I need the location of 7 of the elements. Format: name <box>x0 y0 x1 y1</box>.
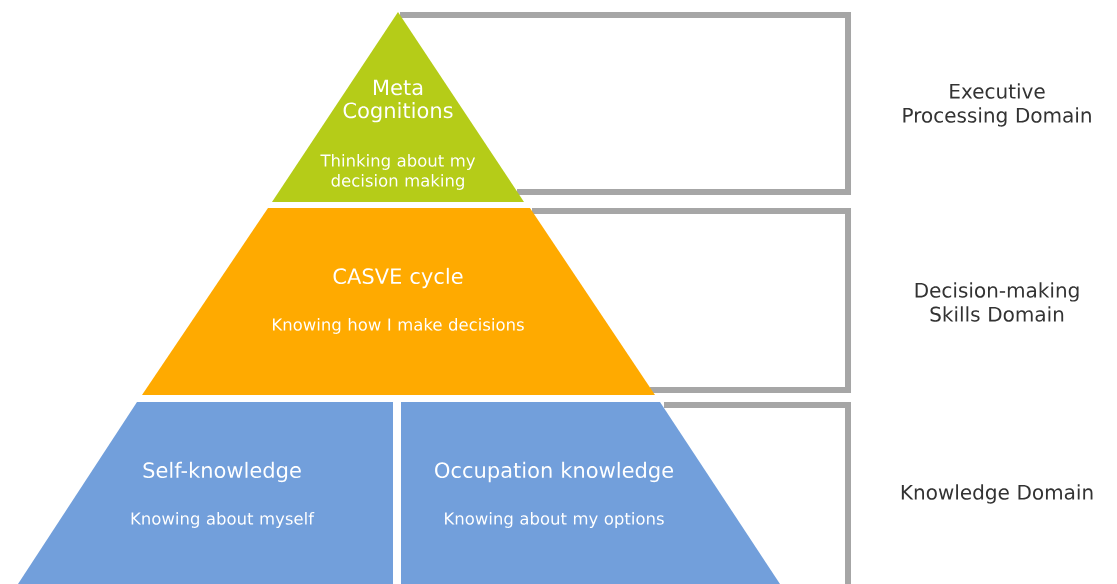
domain-label: Decision-making Skills Domain <box>915 282 1079 322</box>
pyramid-tier: CASVE cycle Knowing how I make decisions <box>142 208 655 395</box>
domain-label: Executive Processing Domain <box>903 83 1091 127</box>
pyramid-tier: Self-knowledge Knowing about myself <box>18 402 393 584</box>
domain-label: Knowledge Domain <box>901 484 1093 504</box>
pyramid-tier: Occupation knowledge Knowing about my options <box>401 402 780 584</box>
pyramid-tier: Meta Cognitions Thinking about my decision making <box>272 12 524 202</box>
